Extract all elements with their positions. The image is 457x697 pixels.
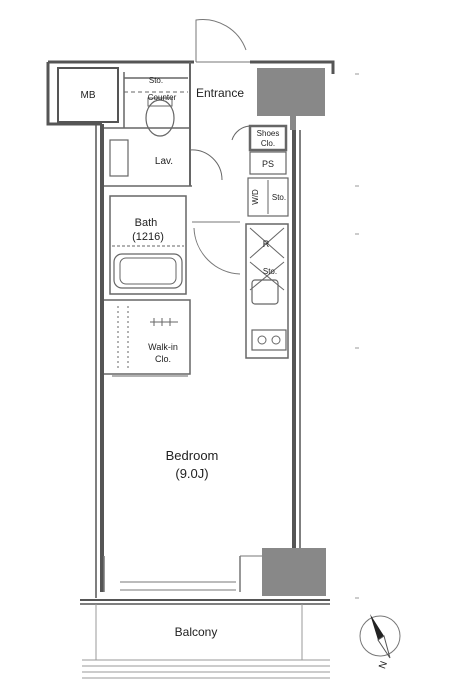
label-wd: W/D [251, 189, 260, 205]
label-storage-mid: Sto. [272, 193, 286, 202]
column-top-right [257, 68, 325, 116]
corridor-door [192, 221, 241, 275]
label-storage-top: Sto. [149, 76, 163, 85]
label-mb: MB [81, 90, 96, 101]
label-shoes-closet-line-2: Clo. [261, 139, 275, 148]
column-top-right-edge [290, 116, 296, 130]
label-refrigerator: R [263, 239, 270, 249]
balcony-window [103, 555, 262, 592]
label-bedroom-line-2: (9.0J) [175, 466, 208, 481]
label-entrance: Entrance [196, 86, 244, 100]
label-bath-line-1: Bath [135, 217, 158, 229]
mb-room-outline [57, 67, 119, 123]
label-walkin-closet-line-1: Walk-in [148, 342, 178, 352]
column-bottom-right [262, 548, 326, 596]
bath-area [109, 195, 187, 295]
label-ps: PS [262, 159, 274, 169]
walkin-closet-area [104, 299, 191, 377]
compass-north-label: N [377, 660, 390, 671]
label-bath-line-2: (1216) [132, 231, 164, 243]
entrance-door [195, 19, 250, 63]
label-lav: Lav. [155, 156, 173, 167]
label-balcony: Balcony [175, 625, 218, 639]
balcony-railing [82, 604, 330, 679]
label-counter: Counter [148, 93, 177, 102]
kitchen-area [245, 223, 289, 359]
label-shoes-closet-line-1: Shoes [257, 129, 280, 138]
label-walkin-closet-line-2: Clo. [155, 354, 171, 364]
label-bedroom-line-1: Bedroom [166, 448, 219, 463]
grid-ticks [355, 73, 359, 599]
toilet-area [123, 62, 191, 186]
label-storage-kitchen: Sto. [263, 267, 277, 276]
outer-walls [46, 60, 335, 605]
utility-column [231, 124, 289, 217]
lavatory-area [104, 127, 223, 187]
compass-icon [359, 614, 401, 659]
